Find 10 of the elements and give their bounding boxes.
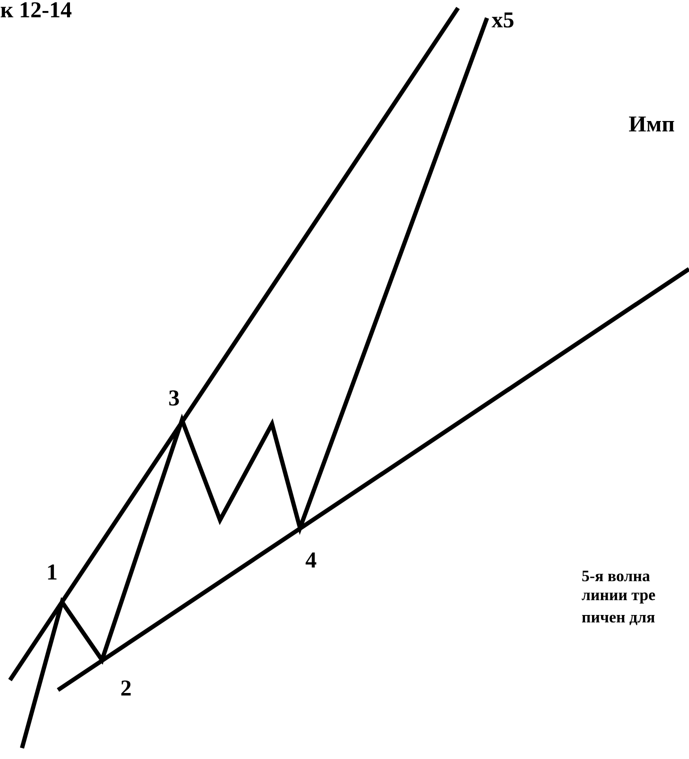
chart-label: Имп xyxy=(629,116,674,132)
wave-number: 3 xyxy=(169,390,179,406)
caption-text: 5-я волна xyxy=(582,570,650,582)
wave-number: 1 xyxy=(48,564,56,580)
caption-text: пичен для xyxy=(582,614,655,626)
title: к 12-14 xyxy=(0,2,72,18)
wave-number: 2 xyxy=(121,680,131,696)
caption-text: линии тре xyxy=(582,592,656,604)
wave-number: 4 xyxy=(306,552,316,568)
chart-label: x5 xyxy=(492,12,514,28)
